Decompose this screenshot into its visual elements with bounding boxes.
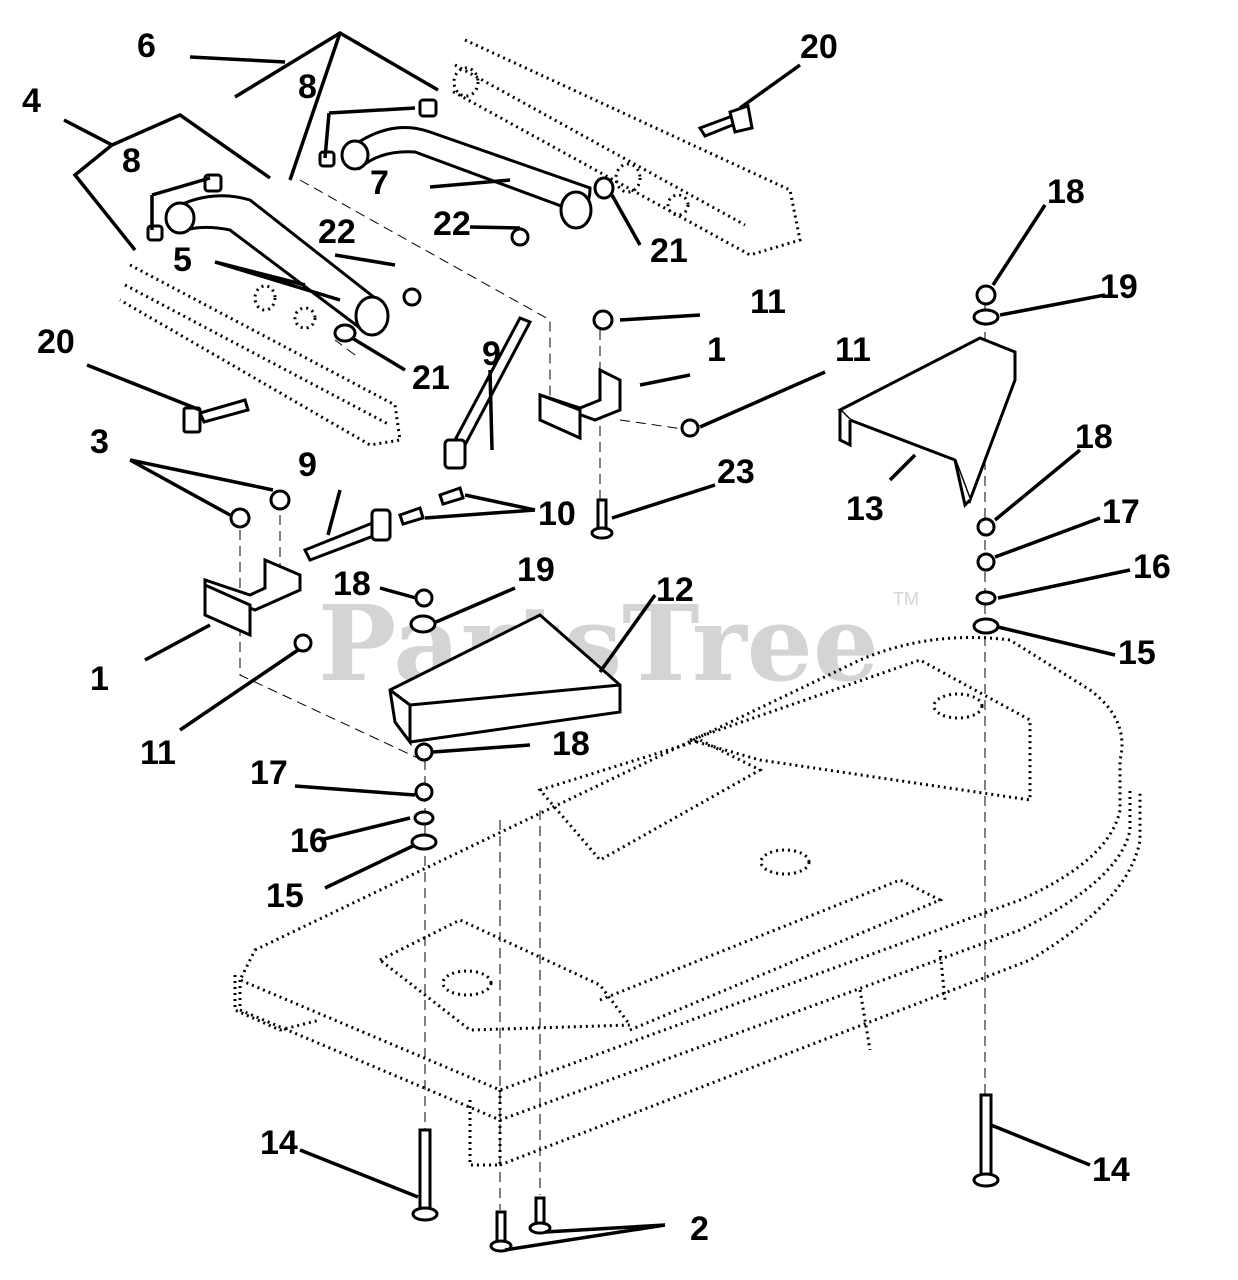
callout-23: 23 — [717, 453, 755, 491]
callout-16: 16 — [290, 822, 328, 860]
callout-11: 11 — [835, 331, 871, 369]
callout-1: 1 — [90, 660, 109, 698]
callout-19: 19 — [517, 551, 555, 589]
bracket-upper — [538, 367, 622, 441]
callout-18: 18 — [552, 725, 590, 763]
callout-22: 22 — [318, 213, 356, 251]
bolt-14-right — [972, 1093, 1000, 1188]
callout-6: 6 — [137, 27, 156, 65]
callout-1: 1 — [707, 331, 726, 369]
callout-21: 21 — [650, 232, 688, 270]
callout-5: 5 — [173, 241, 192, 279]
callout-14: 14 — [260, 1124, 298, 1162]
callout-11: 11 — [140, 734, 176, 772]
bolt-20-upper — [697, 104, 754, 138]
leader-lines — [63, 30, 1131, 1252]
callout-18: 18 — [1075, 418, 1113, 456]
pin-lower — [302, 508, 392, 562]
callout-19: 19 — [1100, 268, 1138, 306]
callout-17: 17 — [250, 754, 288, 792]
callout-8: 8 — [122, 142, 141, 180]
mower-deck — [233, 636, 1142, 1167]
callout-2: 2 — [690, 1210, 709, 1248]
callout-15: 15 — [266, 877, 304, 915]
callout-21: 21 — [412, 359, 450, 397]
trademark: TM — [893, 589, 919, 609]
bolt-14-left — [411, 1128, 439, 1222]
callout-15: 15 — [1118, 634, 1156, 672]
bolts-10 — [398, 486, 465, 526]
lift-rail-lower — [119, 263, 402, 447]
callout-9: 9 — [482, 335, 501, 373]
callout-20: 20 — [37, 323, 75, 361]
bolt-23 — [590, 498, 614, 540]
callout-14: 14 — [1092, 1151, 1130, 1189]
callout-20: 20 — [800, 28, 838, 66]
cover-13 — [837, 336, 1017, 508]
callout-18: 18 — [1047, 173, 1085, 211]
callout-10: 10 — [538, 495, 576, 533]
callout-22: 22 — [433, 205, 471, 243]
callout-13: 13 — [846, 490, 884, 528]
callout-labels: 6 8 4 8 5 7 20 20 21 21 22 22 11 11 11 1… — [22, 27, 1171, 1248]
callout-16: 16 — [1133, 548, 1171, 586]
pin-upper — [443, 316, 533, 470]
callout-18: 18 — [333, 565, 371, 603]
callout-9: 9 — [298, 446, 317, 484]
callout-8: 8 — [298, 68, 317, 106]
lift-arm-upper — [318, 98, 593, 230]
callout-7: 7 — [370, 164, 389, 202]
bolt-20-lower — [182, 398, 250, 434]
callout-3: 3 — [90, 423, 109, 461]
callout-12: 12 — [656, 571, 694, 609]
hardware-small-parts — [229, 176, 1000, 851]
cover-12 — [388, 613, 622, 747]
bracket-lower — [203, 557, 302, 638]
lift-rail-upper — [449, 38, 802, 257]
callout-4: 4 — [22, 82, 41, 120]
callout-11: 11 — [750, 283, 786, 321]
callout-17: 17 — [1102, 493, 1140, 531]
